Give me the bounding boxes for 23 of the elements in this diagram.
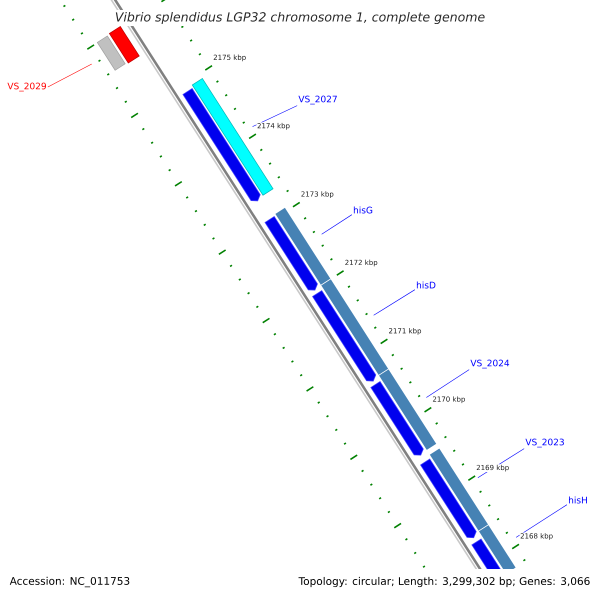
gene-block [108, 26, 140, 64]
gene-block [264, 216, 318, 291]
gene-label: VS_2023 [525, 438, 564, 448]
gene-block [312, 290, 376, 382]
leader-line [252, 105, 298, 127]
leader-line [516, 504, 568, 538]
gene-label: hisD [416, 282, 436, 288]
gene-label: hisH [569, 496, 587, 504]
gene-block [96, 36, 126, 71]
gene-label: hisG [354, 206, 372, 214]
summary-text: Topology: circular; Length: 3,299,302 bp; Genes: 3,066 [297, 575, 592, 589]
accession-text: Accession: NC_011753 [8, 575, 132, 589]
gene-label: VS_2027 [298, 96, 337, 104]
gene-label: VS_2029 [7, 82, 46, 92]
leader-line [373, 289, 416, 316]
gene-block [274, 206, 332, 286]
gene-label: VS_2024 [470, 360, 510, 368]
leader-line [426, 369, 470, 398]
leader-line [48, 64, 92, 88]
leader-line [321, 214, 352, 234]
title: Vibrio splendidus LGP32 chromosome 1, complete genome [112, 10, 488, 26]
gene-block [370, 381, 424, 456]
gene-block [420, 458, 477, 538]
